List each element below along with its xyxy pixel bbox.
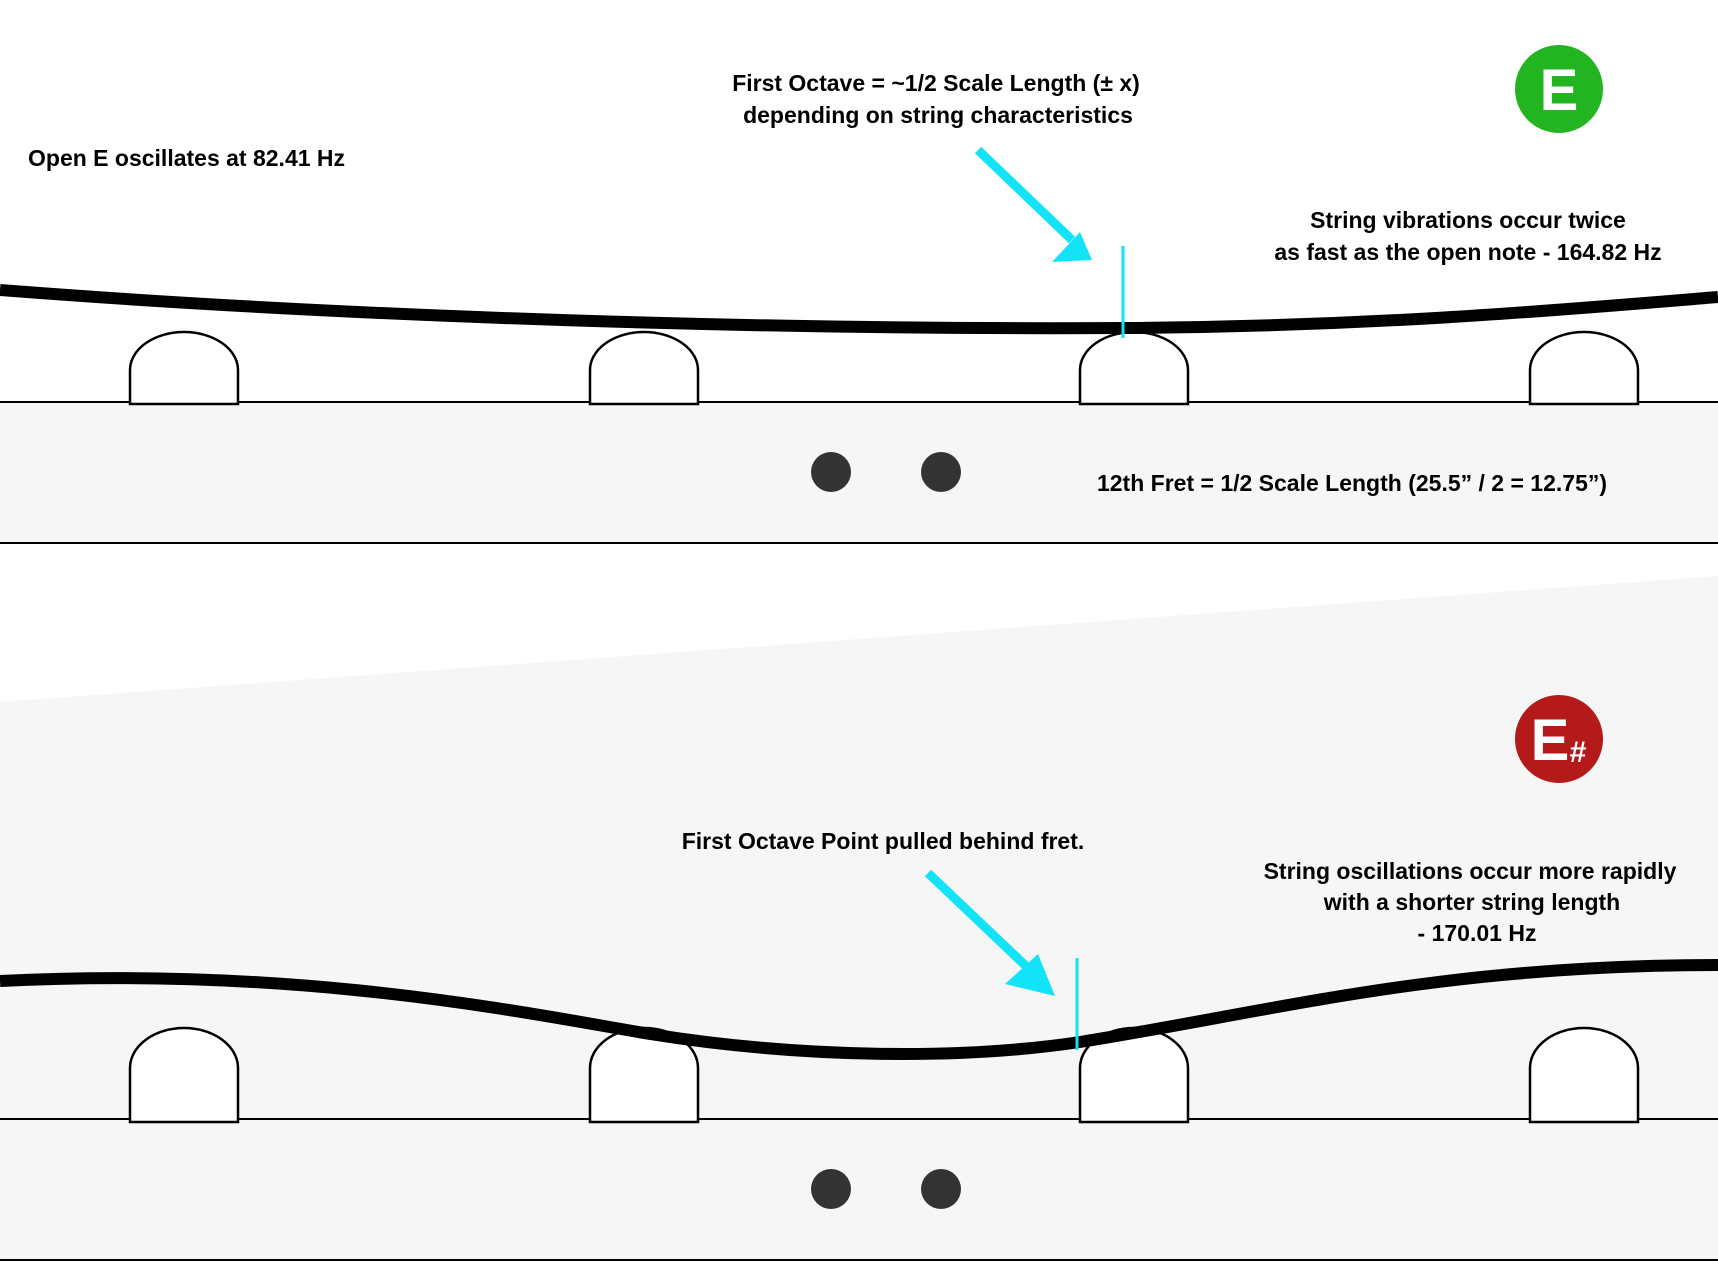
top-fret-1 <box>128 330 240 406</box>
top-fret-4 <box>1528 330 1640 406</box>
bottom-arrow-head <box>1005 954 1055 996</box>
top-fret-2 <box>588 330 700 406</box>
oscillation-label-line-3: - 170.01 Hz <box>1418 920 1537 946</box>
top-inlay-dot-2 <box>921 452 961 492</box>
top-string <box>0 284 1718 335</box>
bottom-fret-1 <box>128 1026 240 1124</box>
fret-label: 12th Fret = 1/2 Scale Length (25.5” / 2 … <box>1097 470 1607 496</box>
top-arrow-head <box>1052 232 1092 262</box>
vibration-label-line-1: String vibrations occur twice <box>1310 207 1626 233</box>
octave-label-line-2: depending on string characteristics <box>743 102 1133 128</box>
sharp-badge-note: E <box>1531 708 1570 773</box>
bottom-fretboard <box>0 1119 1718 1261</box>
bottom-inlay-dot-2 <box>921 1169 961 1209</box>
bottom-panel: First Octave Point pulled behind fret. S… <box>0 576 1718 1261</box>
in-tune-badge-circle <box>1515 45 1603 133</box>
top-inlay-dot-1 <box>811 452 851 492</box>
bottom-arrow-shaft <box>924 869 1032 972</box>
top-panel: Open E oscillates at 82.41 Hz First Octa… <box>0 45 1718 544</box>
octave-label-line-1: First Octave = ~1/2 Scale Length (± x) <box>732 70 1140 96</box>
top-fretboard <box>0 402 1718 542</box>
top-fret-3 <box>1078 330 1190 406</box>
oscillation-label-line-2: with a shorter string length <box>1323 889 1620 915</box>
in-tune-badge-note: E <box>1540 58 1579 123</box>
in-tune-badge: E <box>1515 45 1603 133</box>
sharp-badge-accidental: # <box>1570 736 1587 769</box>
bottom-fret-4 <box>1528 1026 1640 1124</box>
oscillation-label-line-1: String oscillations occur more rapidly <box>1264 858 1677 884</box>
open-note-label: Open E oscillates at 82.41 Hz <box>28 145 345 171</box>
top-arrow-shaft <box>974 146 1076 244</box>
sharp-badge-circle <box>1515 695 1603 783</box>
vibration-label-line-2: as fast as the open note - 164.82 Hz <box>1274 239 1661 265</box>
bottom-octave-label: First Octave Point pulled behind fret. <box>682 828 1085 854</box>
sharp-badge: E # <box>1515 695 1603 783</box>
bottom-string <box>0 959 1718 1060</box>
bottom-background <box>0 576 1718 1261</box>
bottom-inlay-dot-1 <box>811 1169 851 1209</box>
